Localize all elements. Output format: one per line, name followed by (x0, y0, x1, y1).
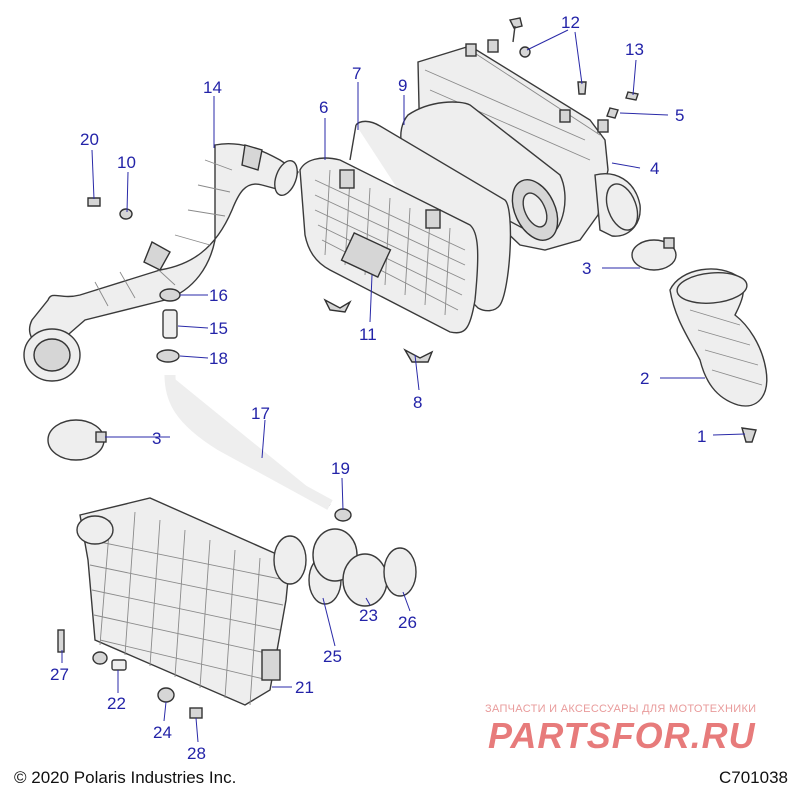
clamp-19 (334, 508, 352, 522)
air-filter-element (400, 101, 566, 241)
callout-18: 18 (209, 349, 228, 368)
washer-10 (119, 208, 133, 220)
clamp-26 (383, 547, 417, 597)
callout-5: 5 (675, 106, 684, 125)
callout-24: 24 (153, 723, 172, 742)
nut-28 (189, 707, 203, 719)
cooler-box (76, 497, 291, 706)
fasteners-top (508, 17, 639, 119)
callout-12: 12 (561, 13, 580, 32)
fitting-15 (162, 309, 178, 339)
drawing-id: C701038 (718, 768, 788, 787)
intake-hose (23, 143, 299, 382)
clamp-18 (156, 349, 180, 363)
callout-1: 1 (697, 427, 706, 446)
grommet-24 (157, 687, 175, 703)
watermark-tagline: ЗАПЧАСТИ И АКСЕССУАРЫ ДЛЯ МОТОТЕХНИКИ (485, 703, 757, 715)
callout-19: 19 (331, 459, 350, 478)
drain-plug (741, 427, 757, 443)
clamp-screw-3-left (95, 431, 107, 443)
callout-22: 22 (107, 694, 126, 713)
cover-clip-8 (403, 348, 434, 363)
air-box-cover (299, 157, 479, 334)
watermark-logo: PARTSFOR.RU (488, 716, 756, 756)
callout-4: 4 (650, 159, 659, 178)
bolt-20 (87, 197, 101, 207)
watermark-logo-text: PARTSFOR.RU (488, 716, 756, 756)
callout-8: 8 (413, 393, 422, 412)
callout-13: 13 (625, 40, 644, 59)
callout-21: 21 (295, 678, 314, 697)
callout-17: 17 (251, 404, 270, 423)
callout-6: 6 (319, 98, 328, 117)
callout-10: 10 (117, 153, 136, 172)
elbow-boot (669, 268, 768, 407)
callout-20: 20 (80, 130, 99, 149)
callout-14: 14 (203, 78, 222, 97)
breather-tube (169, 374, 331, 506)
callout-7: 7 (352, 64, 361, 83)
callout-3-right: 3 (582, 259, 591, 278)
clamp-screw-3-right (663, 237, 675, 249)
callout-27: 27 (50, 665, 69, 684)
bolt-27 (57, 629, 65, 653)
cover-clip-left (323, 298, 352, 313)
callout-numbers: 1 2 3 3 4 5 6 7 8 9 10 11 12 13 14 15 16… (50, 13, 706, 763)
copyright-notice: © 2020 Polaris Industries Inc. (14, 768, 237, 787)
callout-16: 16 (209, 286, 228, 305)
callout-25: 25 (323, 647, 342, 666)
leader-lines (61, 29, 746, 743)
callout-28: 28 (187, 744, 206, 763)
callout-9: 9 (398, 76, 407, 95)
spacer-22 (111, 659, 127, 671)
clamp-16 (159, 288, 181, 302)
grommet-27 (92, 651, 108, 665)
callout-2: 2 (640, 369, 649, 388)
callout-26: 26 (398, 613, 417, 632)
callout-23: 23 (359, 606, 378, 625)
breather-tube-inner (164, 374, 333, 510)
callout-15: 15 (209, 319, 228, 338)
callout-3-left: 3 (152, 429, 161, 448)
callout-11: 11 (359, 325, 377, 344)
